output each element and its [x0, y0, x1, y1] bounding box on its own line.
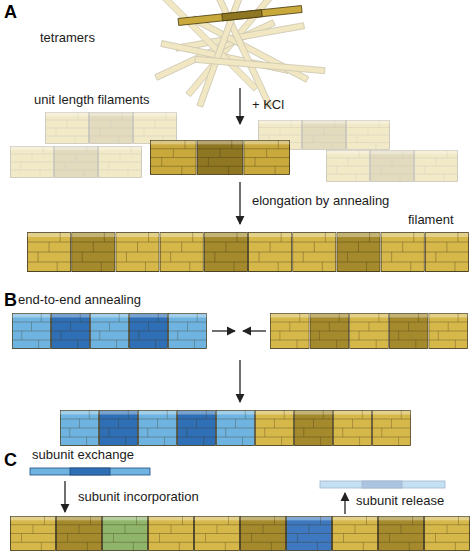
filament-segment	[428, 313, 468, 349]
filament-segment	[294, 410, 333, 446]
filament-segment	[160, 232, 204, 272]
filament-segment	[133, 112, 177, 144]
approach-arrow	[212, 330, 235, 331]
tetramer-highlight	[178, 6, 302, 26]
faded-ulfs	[10, 112, 458, 182]
filament-segment	[60, 410, 99, 446]
filament-segment	[56, 516, 102, 551]
filament-segment	[89, 112, 133, 144]
approach-arrow	[243, 330, 266, 331]
tetramer-rod	[70, 468, 110, 475]
annotation-label: subunit exchange	[32, 447, 134, 462]
filament-segment	[349, 313, 389, 349]
panel-letter: B	[4, 290, 17, 310]
tetramer-rod	[195, 56, 325, 73]
filament-segment	[10, 516, 56, 551]
process-arrow	[64, 481, 65, 512]
filament-segment	[90, 313, 129, 349]
filament-segment	[102, 516, 148, 551]
filament-segment	[148, 516, 194, 551]
filament-segment	[333, 410, 372, 446]
filament-segment	[98, 146, 142, 178]
filament-segment	[204, 232, 248, 272]
filament-segment	[326, 150, 370, 182]
process-arrow	[239, 182, 240, 224]
filament-segment	[243, 140, 290, 175]
filament-segment	[389, 313, 429, 349]
filament-segment	[372, 410, 411, 446]
filament-segment	[216, 410, 255, 446]
annotation-label: + KCl	[252, 97, 284, 112]
tetramer-rod	[222, 10, 263, 21]
filament-segment	[381, 232, 425, 272]
filament-segment	[248, 232, 292, 272]
filament-segment	[27, 232, 71, 272]
tetramer-rod	[178, 6, 302, 26]
filament-segment	[270, 313, 310, 349]
panel-letter: C	[4, 450, 17, 470]
annotation-label: elongation by annealing	[252, 193, 389, 208]
filament-segment	[286, 516, 332, 551]
filament-segment	[310, 313, 350, 349]
process-arrow	[239, 88, 240, 124]
filament-segment	[424, 516, 470, 551]
panel-letter: A	[4, 2, 17, 22]
tetramer-rod	[362, 481, 402, 488]
process-arrow	[239, 360, 240, 402]
filament-segment	[240, 516, 286, 551]
filament-segment	[425, 232, 469, 272]
filament-segment	[138, 410, 177, 446]
filament-segment	[71, 232, 115, 272]
tetramer-rod	[30, 468, 150, 475]
filament-segment	[45, 112, 89, 144]
released-tetramer	[320, 481, 445, 488]
filament-segment	[51, 313, 90, 349]
filament-segment	[197, 140, 244, 175]
annotation-label: unit length filaments	[34, 92, 150, 107]
filament-segment	[10, 146, 54, 178]
tetramer-rod	[320, 481, 445, 488]
annotation-label: subunit release	[356, 493, 444, 508]
filament-segment	[378, 516, 424, 551]
filament-segment	[177, 410, 216, 446]
filament-segment	[12, 313, 51, 349]
annotation-label: filament	[408, 212, 454, 227]
filament-segment	[370, 150, 414, 182]
filament-segment	[194, 516, 240, 551]
process-arrow	[344, 493, 345, 514]
filament-segment	[292, 232, 336, 272]
filament-segment	[168, 313, 207, 349]
filament-segment	[129, 313, 168, 349]
filament-segment	[54, 146, 98, 178]
annotation-label: tetramers	[40, 30, 95, 45]
annotation-label: end-to-end annealing	[18, 292, 141, 307]
filament-segment	[332, 516, 378, 551]
free-tetramer	[30, 468, 150, 475]
filament-segment	[346, 120, 390, 150]
annotation-label: subunit incorporation	[78, 489, 199, 504]
filament-segment	[99, 410, 138, 446]
filament-segment	[150, 140, 197, 175]
filament-segment	[302, 120, 346, 150]
filament-segment	[414, 150, 458, 182]
filament-segment	[255, 410, 294, 446]
filament-segment	[115, 232, 159, 272]
filament-segment	[336, 232, 380, 272]
